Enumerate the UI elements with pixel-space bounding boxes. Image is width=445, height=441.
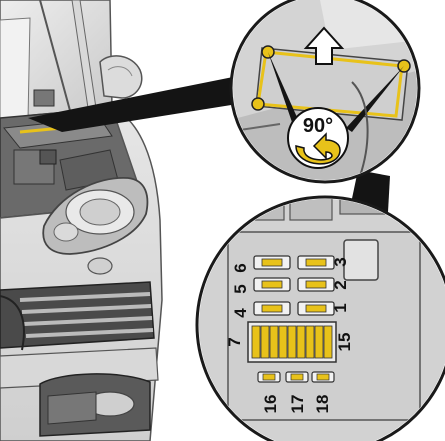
side-mirror [99,55,143,99]
fuse-label-17: 17 [288,395,307,414]
fuse-box-cover [255,47,409,121]
cover-screw [251,97,265,111]
arrow-up-icon [303,26,345,65]
fuse-slots-lower [257,371,335,383]
fuse-label-18: 18 [313,395,332,414]
fuse-label-2: 2 [331,280,350,289]
detail-circle-fuse-layout: 6 5 4 3 2 1 7 15 16 17 18 [195,195,445,441]
fuse-bank-7-15 [247,321,337,363]
washer-cap [87,257,113,275]
fuse-label-15: 15 [335,333,354,352]
detail-circle-cover-removal: 90° [229,0,421,184]
rotate-arrow-icon [295,132,341,165]
fuse-label-3: 3 [331,257,350,266]
fuse-slots-upper [253,255,335,316]
fuse-label-7: 7 [225,337,244,346]
rotation-angle-label: 90° [303,115,333,137]
relay-block [343,239,379,281]
fuse-label-4: 4 [231,308,250,318]
callout-wedge-top [28,74,250,132]
fuse-label-1: 1 [331,303,350,312]
car-illustration [0,0,163,441]
fuse-label-6: 6 [231,263,250,272]
fuse-label-16: 16 [261,395,280,414]
fuse-label-5: 5 [231,284,250,293]
front-grille [0,281,155,351]
